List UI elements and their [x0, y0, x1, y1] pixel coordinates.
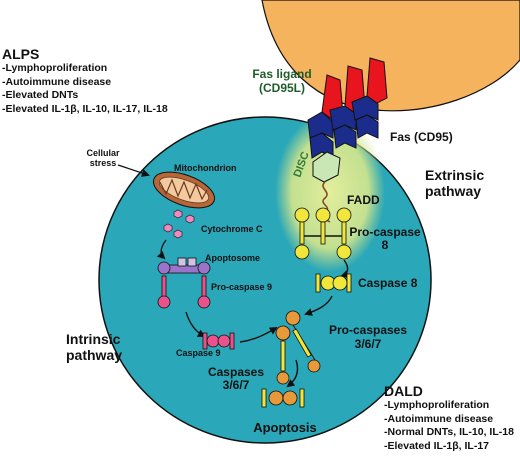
caspases-number: 3/6/7 [223, 378, 250, 392]
death-domain [312, 151, 341, 183]
cytochrome-c-label: Cytochrome C [201, 224, 263, 234]
caspase-9-shape [202, 332, 235, 350]
mitochondrion [152, 171, 216, 209]
caspase-9-label: Caspase 9 [176, 348, 221, 358]
apoptosis-label: Apoptosis [253, 420, 317, 435]
dald-item: -Elevated IL-1β, IL-17 [384, 439, 490, 452]
fas-ligand-sublabel: (CD95L) [259, 81, 305, 95]
pro-caspase-8 [294, 207, 352, 260]
intrinsic-label: Intrinsic [66, 331, 121, 347]
dald-item: -Normal DNTs, IL-10, IL-18 [384, 426, 514, 438]
apoptosome [157, 257, 211, 309]
mitochondrion-label: Mitochondrion [174, 163, 237, 173]
pro-caspases-label: Pro-caspases [329, 323, 407, 337]
arrow-to-caspases [286, 359, 299, 388]
fas-label: Fas (CD95) [390, 130, 453, 144]
caspases-label: Caspases [208, 365, 264, 379]
dald-box: DALD -Lymphoproliferation -Autoimmune di… [384, 383, 518, 453]
extrinsic-pathway-label: pathway [425, 183, 481, 199]
dald-item: -Lymphoproliferation [384, 399, 490, 411]
pro-caspase-8-number: 8 [382, 238, 389, 252]
fadd-label: FADD [347, 193, 380, 207]
arrow-cellular-stress [117, 164, 150, 177]
arrow-to-caspase-9 [185, 311, 206, 337]
fas-ligand-label: Fas ligand [252, 67, 311, 81]
alps-title: ALPS [2, 46, 40, 62]
intrinsic-pathway-label: pathway [66, 347, 122, 363]
apoptosome-label: Apoptosome [205, 253, 260, 263]
caspases-367-shape [261, 388, 305, 408]
pro-caspases-367 [275, 310, 321, 385]
alps-item: -Lymphoproliferation [2, 62, 108, 74]
arrow-caspase9-to-procaspases [239, 326, 278, 343]
alps-item: -Autoimmune disease [2, 75, 112, 88]
alps-box: ALPS -Lymphoproliferation -Autoimmune di… [2, 46, 202, 116]
cellular-stress-sublabel: stress [90, 158, 117, 168]
fas-receptors [307, 95, 379, 159]
pro-caspase-9-label: Pro-caspase 9 [211, 282, 272, 292]
dald-item: -Autoimmune disease [384, 412, 494, 425]
extrinsic-label: Extrinsic [425, 167, 484, 183]
arrow-caspase8-to-procaspases [304, 295, 333, 316]
pro-caspases-number: 3/6/7 [355, 337, 382, 351]
pro-caspase-8-label: Pro-caspase [349, 225, 421, 239]
cellular-stress-label: Cellular [86, 148, 120, 158]
cytochrome-c [163, 209, 195, 239]
caspase-8-shape [315, 273, 352, 293]
alps-item: -Elevated DNTs [2, 89, 79, 101]
caspase-8-label: Caspase 8 [358, 276, 418, 290]
dald-title: DALD [384, 383, 423, 399]
arrow-to-apoptosome [156, 239, 167, 260]
alps-item: -Elevated IL-1β, IL-10, IL-17, IL-18 [2, 102, 168, 115]
arrow-to-caspase-8 [340, 259, 349, 278]
